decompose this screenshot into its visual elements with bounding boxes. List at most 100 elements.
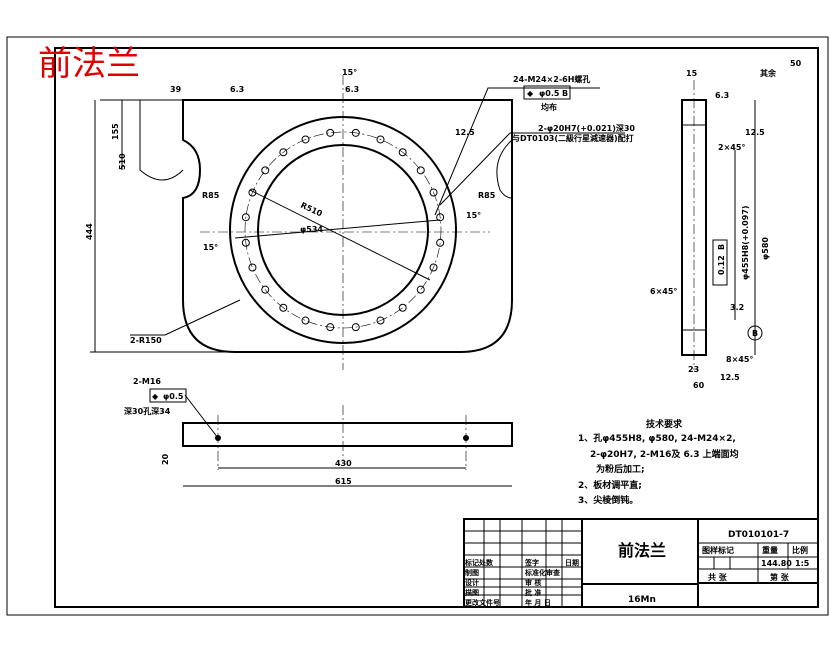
dim-chamfer-2x45: 2×45°: [718, 143, 745, 152]
title-block-cell: 标准化审查: [524, 568, 561, 577]
technical-requirements: 技术要求 1、孔φ455H8, φ580, 24-M24×2, 2-φ20H7,…: [578, 418, 739, 506]
bolt-hole: [326, 323, 335, 332]
dim-r85-left: R85: [202, 191, 220, 200]
position-icon: ◆: [527, 89, 534, 98]
roughness-3-2: 3.2: [730, 303, 744, 312]
dim-60: 60: [693, 381, 705, 390]
drawing-title-red: 前法兰: [38, 44, 140, 84]
roughness-12-5-bottom: 12.5: [720, 373, 740, 382]
tech-req-line-4: 2、板材调平直;: [578, 479, 642, 491]
title-block-cell: 批 准: [525, 588, 541, 597]
perp-tolerance: 0.12: [717, 255, 726, 275]
outer-border: [6, 36, 829, 616]
perpendicularity-frame: [712, 239, 728, 286]
position-tolerance-frame: [523, 85, 571, 100]
title-block-cell: 审 核: [525, 578, 541, 587]
bolt-hole: [429, 263, 438, 272]
roughness-6-3: 6.3: [230, 85, 244, 94]
title-block-cell: 设计: [465, 578, 479, 587]
datum-b-circle: [747, 325, 763, 341]
callout-threaded-holes: 24-M24×2-6H螺孔: [513, 74, 590, 84]
part-name: 前法兰: [618, 541, 666, 560]
dim-angle-top: 15°: [342, 68, 357, 77]
bolt-hole: [429, 188, 438, 197]
dim-chamfer-8x45: 8×45°: [726, 355, 753, 364]
bolt-hole: [398, 303, 407, 312]
callout-depth: 深30孔深34: [124, 406, 171, 416]
weight-label: 重量: [762, 545, 778, 555]
tolerance-value-2: φ0.5: [163, 392, 184, 401]
front-view: 15° 6.3 39 6.3 155 510 444 R85 R510 φ534…: [85, 68, 635, 370]
title-block-cell: 日期: [565, 558, 579, 567]
title-block-cell: 标记处数: [464, 558, 494, 567]
dim-2-r150: 2-R150: [130, 336, 162, 345]
bolt-hole: [436, 213, 445, 222]
position-icon-2: ◆: [152, 392, 159, 401]
callout-uniform: 均布: [541, 102, 557, 112]
dim-615: 615: [335, 477, 352, 486]
material: 16Mn: [628, 595, 656, 605]
dim-444: 444: [85, 223, 94, 240]
bolt-hole: [436, 238, 445, 247]
tolerance-value: φ0.5: [539, 89, 560, 98]
dim-r85-right: R85: [478, 191, 496, 200]
drawing-number: DT010101-7: [728, 530, 789, 540]
bolt-hole: [416, 166, 425, 175]
stage-label: 图样标记: [702, 545, 734, 555]
bolt-hole: [376, 135, 385, 144]
roughness-12-5: 12.5: [455, 128, 475, 137]
roughness-rest-value: 50: [790, 59, 802, 68]
inner-frame: [54, 47, 819, 608]
bolt-hole: [416, 285, 425, 294]
roughness-12-5: 12.5: [745, 128, 765, 137]
scale-label: 比例: [792, 545, 808, 555]
roughness-6-3-top: 6.3: [345, 85, 359, 94]
title-block-cell: 年 月 日: [525, 598, 551, 607]
roughness-rest-label: 其余: [760, 68, 777, 78]
tech-req-line-2: 2-φ20H7, 2-M16及 6.3 上端面均: [590, 448, 739, 460]
weight-value: 144.80: [761, 559, 792, 568]
tech-req-heading: 技术要求: [646, 418, 683, 430]
bolt-hole: [261, 166, 270, 175]
bore-circle: [257, 144, 429, 316]
dim-15deg-left: 15°: [203, 243, 218, 252]
total-sheets: 共 张: [708, 572, 728, 582]
tech-req-line-5: 3、尖棱倒钝。: [578, 494, 638, 506]
bolt-hole: [241, 213, 250, 222]
bolt-hole: [279, 148, 288, 157]
roughness-6-3: 6.3: [715, 91, 729, 100]
bolt-hole: [301, 316, 310, 325]
datum-ref: B: [562, 89, 568, 98]
bolt-hole: [279, 303, 288, 312]
title-block-cell: 签字: [524, 558, 539, 567]
position-tolerance-frame-2: [149, 388, 187, 403]
dim-430: 430: [335, 459, 352, 468]
dim-23: 23: [688, 365, 699, 374]
datum-b-label: B: [752, 329, 758, 338]
dim-d580: φ580: [761, 237, 770, 260]
callout-pin-holes: 2-φ20H7(+0.021)深30: [538, 123, 635, 133]
dim-39: 39: [170, 85, 182, 94]
sheet-number: 第 张: [770, 572, 790, 582]
bolt-hole: [248, 263, 257, 272]
dim-d455: φ455H8(+0.097): [741, 205, 750, 280]
dim-510: 510: [118, 153, 127, 170]
dim-15deg-right: 15°: [466, 211, 481, 220]
tech-req-line-3: 为粉后加工;: [596, 463, 645, 475]
bolt-hole: [376, 316, 385, 325]
bolt-hole: [301, 135, 310, 144]
scale-value: 1:5: [795, 559, 810, 568]
dim-chamfer-6x45: 6×45°: [650, 287, 677, 296]
bolt-hole: [351, 323, 360, 332]
flange-outer-circle: [229, 116, 457, 344]
title-block-cell: 制图: [465, 568, 479, 577]
side-view: 15 6.3 12.5 2×45° φ580 φ455H8(+0.097) 0.…: [650, 59, 802, 390]
dim-20: 20: [161, 453, 170, 465]
title-block-cell: 描图: [465, 588, 479, 597]
perp-datum: B: [717, 244, 726, 250]
callout-m16: 2-M16: [133, 377, 161, 386]
bolt-hole: [351, 128, 360, 137]
bolt-hole: [326, 128, 335, 137]
